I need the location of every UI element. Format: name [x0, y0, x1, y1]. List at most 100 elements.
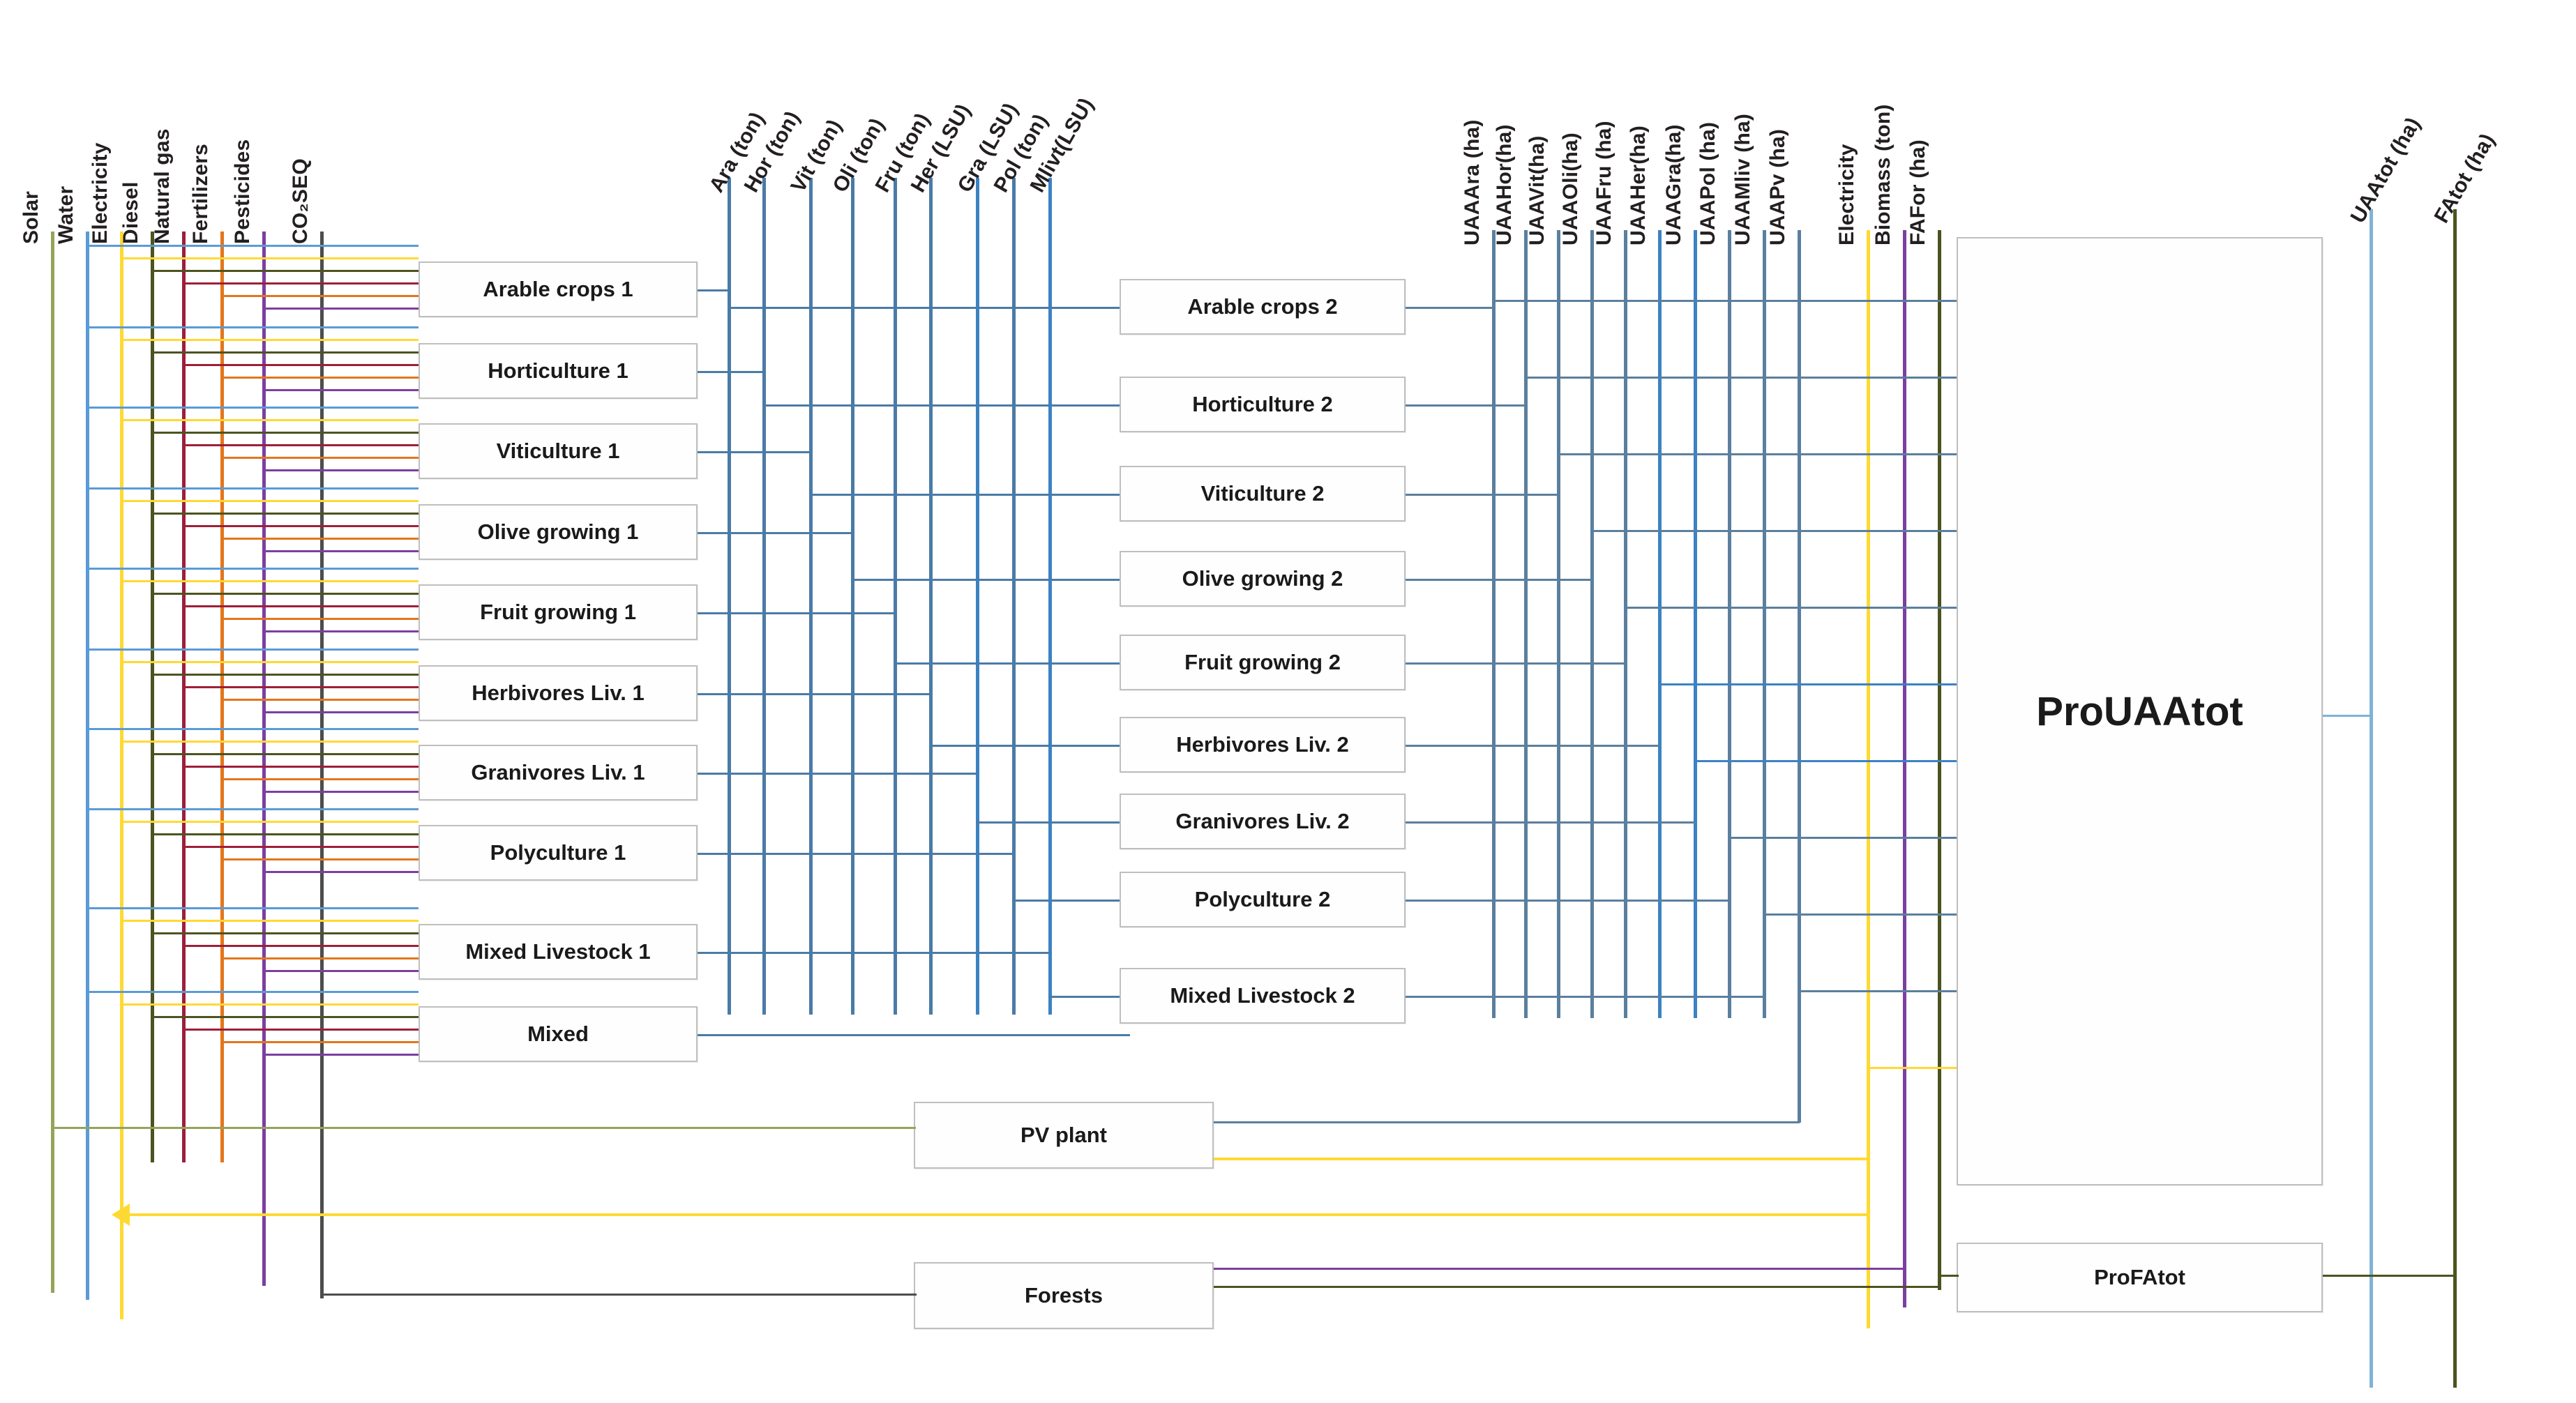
vline-pesticides — [262, 232, 266, 1286]
process-box-mixed-livestock-1[interactable]: Mixed Livestock 1 — [419, 924, 698, 980]
axis-label-co2seq: CO₂SEQ — [289, 158, 312, 244]
connector-uaaher-to-prouaatot — [1658, 683, 1957, 685]
connector-uaaoli-to-prouaatot — [1590, 530, 1957, 532]
connector-product-to-viticulture-2 — [809, 494, 1120, 496]
vline-electricity — [120, 232, 123, 1319]
connector-uaavit-to-prouaatot — [1557, 453, 1957, 455]
process-box-horticulture-1[interactable]: Horticulture 1 — [419, 343, 698, 399]
connector-fruit-growing-2-to-uaa — [1406, 662, 1627, 665]
connector-diesel-to-horticulture-1 — [151, 351, 419, 354]
process-box-olive-growing-2[interactable]: Olive growing 2 — [1120, 551, 1406, 607]
connector-natural-gas-to-olive-growing-1 — [182, 525, 419, 527]
process-box-granivores-liv-1[interactable]: Granivores Liv. 1 — [419, 745, 698, 801]
vline-uaatot — [2370, 209, 2373, 1388]
process-box-fruit-growing-1[interactable]: Fruit growing 1 — [419, 584, 698, 640]
axis-label-uaahor: UAAHor(ha) — [1493, 124, 1516, 245]
process-box-granivores-liv-2[interactable]: Granivores Liv. 2 — [1120, 794, 1406, 849]
connector-diesel-to-fruit-growing-1 — [151, 593, 419, 595]
process-box-arable-crops-1[interactable]: Arable crops 1 — [419, 261, 698, 317]
vline-uaahor — [1524, 230, 1528, 1018]
vline-uaaara — [1492, 230, 1496, 1018]
vline-uaagra — [1694, 230, 1697, 1018]
process-box-pv-plant[interactable]: PV plant — [914, 1102, 1214, 1169]
axis-label-uaapol: UAAPol (ha) — [1696, 121, 1719, 245]
connector-natural-gas-to-mixed-livestock-1 — [182, 945, 419, 947]
axis-label-uaavit: UAAVit(ha) — [1526, 135, 1549, 245]
axis-label-uaapv: UAAPv (ha) — [1766, 128, 1789, 245]
vline-diesel — [151, 232, 154, 1162]
axis-label-diesel: Diesel — [119, 181, 142, 244]
process-box-olive-growing-1[interactable]: Olive growing 1 — [419, 504, 698, 560]
connector-electricity-out-to-prouaatot — [1867, 1067, 1957, 1069]
axis-label-uaamliv: UAAMliv (ha) — [1731, 113, 1754, 245]
process-box-polyculture-2[interactable]: Polyculture 2 — [1120, 872, 1406, 927]
connector-uaaara-to-prouaatot — [1492, 300, 1957, 302]
vline-hor — [762, 178, 766, 1015]
vline-fatot — [2453, 209, 2457, 1388]
connector-fertilizers-to-fruit-growing-1 — [220, 618, 419, 620]
aggregator-box-prouaatot[interactable]: ProUAAtot — [1957, 237, 2323, 1185]
process-box-viticulture-2[interactable]: Viticulture 2 — [1120, 466, 1406, 522]
connector-diesel-to-granivores-liv-1 — [151, 753, 419, 755]
vline-gra — [976, 178, 979, 1015]
connector-diesel-to-polyculture-1 — [151, 833, 419, 835]
process-box-herbivores-liv-2[interactable]: Herbivores Liv. 2 — [1120, 717, 1406, 773]
vline-solar — [51, 232, 54, 1293]
vline-uaaher — [1658, 230, 1662, 1018]
connector-diesel-to-arable-crops-1 — [151, 270, 419, 272]
connector-fertilizers-to-mixed-livestock-1 — [220, 957, 419, 960]
connector-diesel-to-herbivores-liv-1 — [151, 674, 419, 676]
axis-label-uaagra: UAAGra(ha) — [1662, 124, 1685, 245]
process-box-arable-crops-2[interactable]: Arable crops 2 — [1120, 279, 1406, 335]
connector-horticulture-1-to-product — [698, 371, 765, 373]
vline-pol — [1012, 178, 1016, 1015]
connector-electricity-to-mixed-livestock-1 — [120, 920, 419, 922]
connector-herbivores-liv-1-to-product — [698, 693, 932, 695]
axis-label-pesticides: Pesticides — [231, 139, 254, 244]
connector-herbivores-liv-2-to-uaa — [1406, 745, 1661, 747]
process-box-herbivores-liv-1[interactable]: Herbivores Liv. 1 — [419, 665, 698, 721]
aggregator-box-profatot[interactable]: ProFAtot — [1957, 1243, 2323, 1312]
connector-water-to-horticulture-1 — [86, 326, 419, 328]
process-box-forests[interactable]: Forests — [914, 1262, 1214, 1329]
process-box-mixed[interactable]: Mixed — [419, 1006, 698, 1062]
vline-uaamliv — [1763, 230, 1766, 1018]
connector-electricity-to-mixed — [120, 1003, 419, 1006]
vline-fertilizers — [220, 232, 224, 1162]
route-electricity-return — [124, 1213, 1868, 1216]
connector-product-to-mixed-livestock-2 — [1048, 996, 1120, 998]
vline-uaavit — [1557, 230, 1560, 1018]
connector-water-to-polyculture-1 — [86, 808, 419, 810]
connector-pesticides-to-arable-crops-1 — [262, 308, 419, 310]
connector-natural-gas-to-herbivores-liv-1 — [182, 686, 419, 688]
connector-natural-gas-to-fruit-growing-1 — [182, 605, 419, 607]
connector-diesel-to-mixed-livestock-1 — [151, 932, 419, 934]
vline-electricity-out — [1867, 230, 1870, 1328]
process-box-viticulture-1[interactable]: Viticulture 1 — [419, 423, 698, 479]
electricity-return-arrowhead — [112, 1204, 130, 1226]
axis-label-fatot: FAtot (ha) — [2430, 130, 2500, 227]
connector-pesticides-to-horticulture-1 — [262, 389, 419, 391]
process-box-polyculture-1[interactable]: Polyculture 1 — [419, 825, 698, 881]
connector-fertilizers-to-granivores-liv-1 — [220, 778, 419, 780]
axis-label-fafor: FAFor (ha) — [1906, 139, 1929, 245]
connector-fertilizers-to-herbivores-liv-1 — [220, 699, 419, 701]
connector-polyculture-2-to-uaa — [1406, 900, 1731, 902]
vline-her — [929, 178, 933, 1015]
process-box-mixed-livestock-2[interactable]: Mixed Livestock 2 — [1120, 968, 1406, 1024]
axis-label-uaaoli: UAAOli(ha) — [1559, 132, 1582, 245]
connector-product-to-arable-crops-2 — [728, 307, 1120, 309]
process-box-fruit-growing-2[interactable]: Fruit growing 2 — [1120, 635, 1406, 690]
connector-diesel-to-viticulture-1 — [151, 432, 419, 434]
connector-electricity-to-horticulture-1 — [120, 339, 419, 341]
axis-label-water: Water — [54, 185, 77, 244]
connector-water-to-granivores-liv-1 — [86, 728, 419, 730]
vline-vit — [809, 178, 813, 1015]
connector-pesticides-to-mixed-livestock-1 — [262, 970, 419, 972]
connector-granivores-liv-1-to-product — [698, 773, 979, 775]
connector-natural-gas-to-horticulture-1 — [182, 364, 419, 366]
process-box-horticulture-2[interactable]: Horticulture 2 — [1120, 377, 1406, 432]
connector-pesticides-to-fruit-growing-1 — [262, 630, 419, 632]
connector-electricity-to-viticulture-1 — [120, 419, 419, 421]
vline-natural-gas — [182, 232, 186, 1162]
